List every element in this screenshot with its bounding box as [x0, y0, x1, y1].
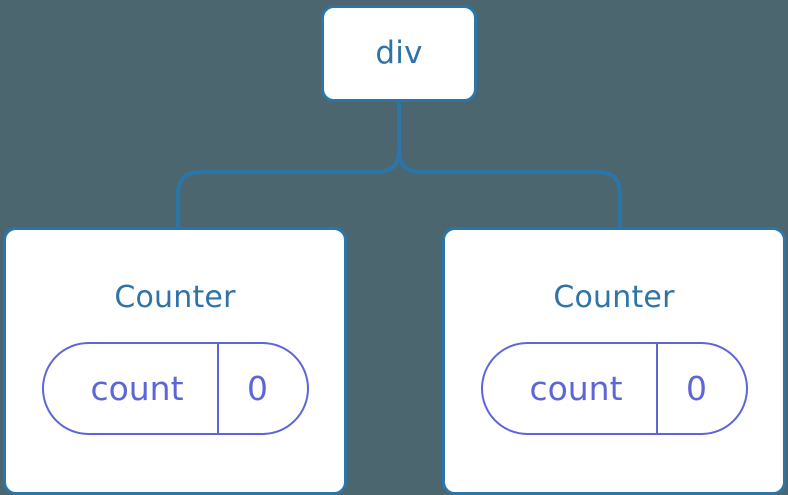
state-key-label: count — [483, 344, 658, 433]
node-component-counter-2[interactable]: Counter count 0 — [442, 227, 786, 495]
state-pill[interactable]: count 0 — [480, 342, 748, 435]
component-title: Counter — [553, 280, 675, 315]
node-root-div[interactable]: div — [321, 5, 477, 102]
state-value-label: 0 — [247, 369, 268, 408]
connector-branch-left — [176, 149, 401, 229]
node-component-counter-1[interactable]: Counter count 0 — [3, 227, 347, 495]
state-key-label: count — [44, 344, 219, 433]
state-pill[interactable]: count 0 — [41, 342, 309, 435]
root-node-label: div — [375, 35, 423, 71]
component-title: Counter — [114, 280, 236, 315]
connector-branch-right — [397, 149, 622, 229]
state-value-label: 0 — [686, 369, 707, 408]
